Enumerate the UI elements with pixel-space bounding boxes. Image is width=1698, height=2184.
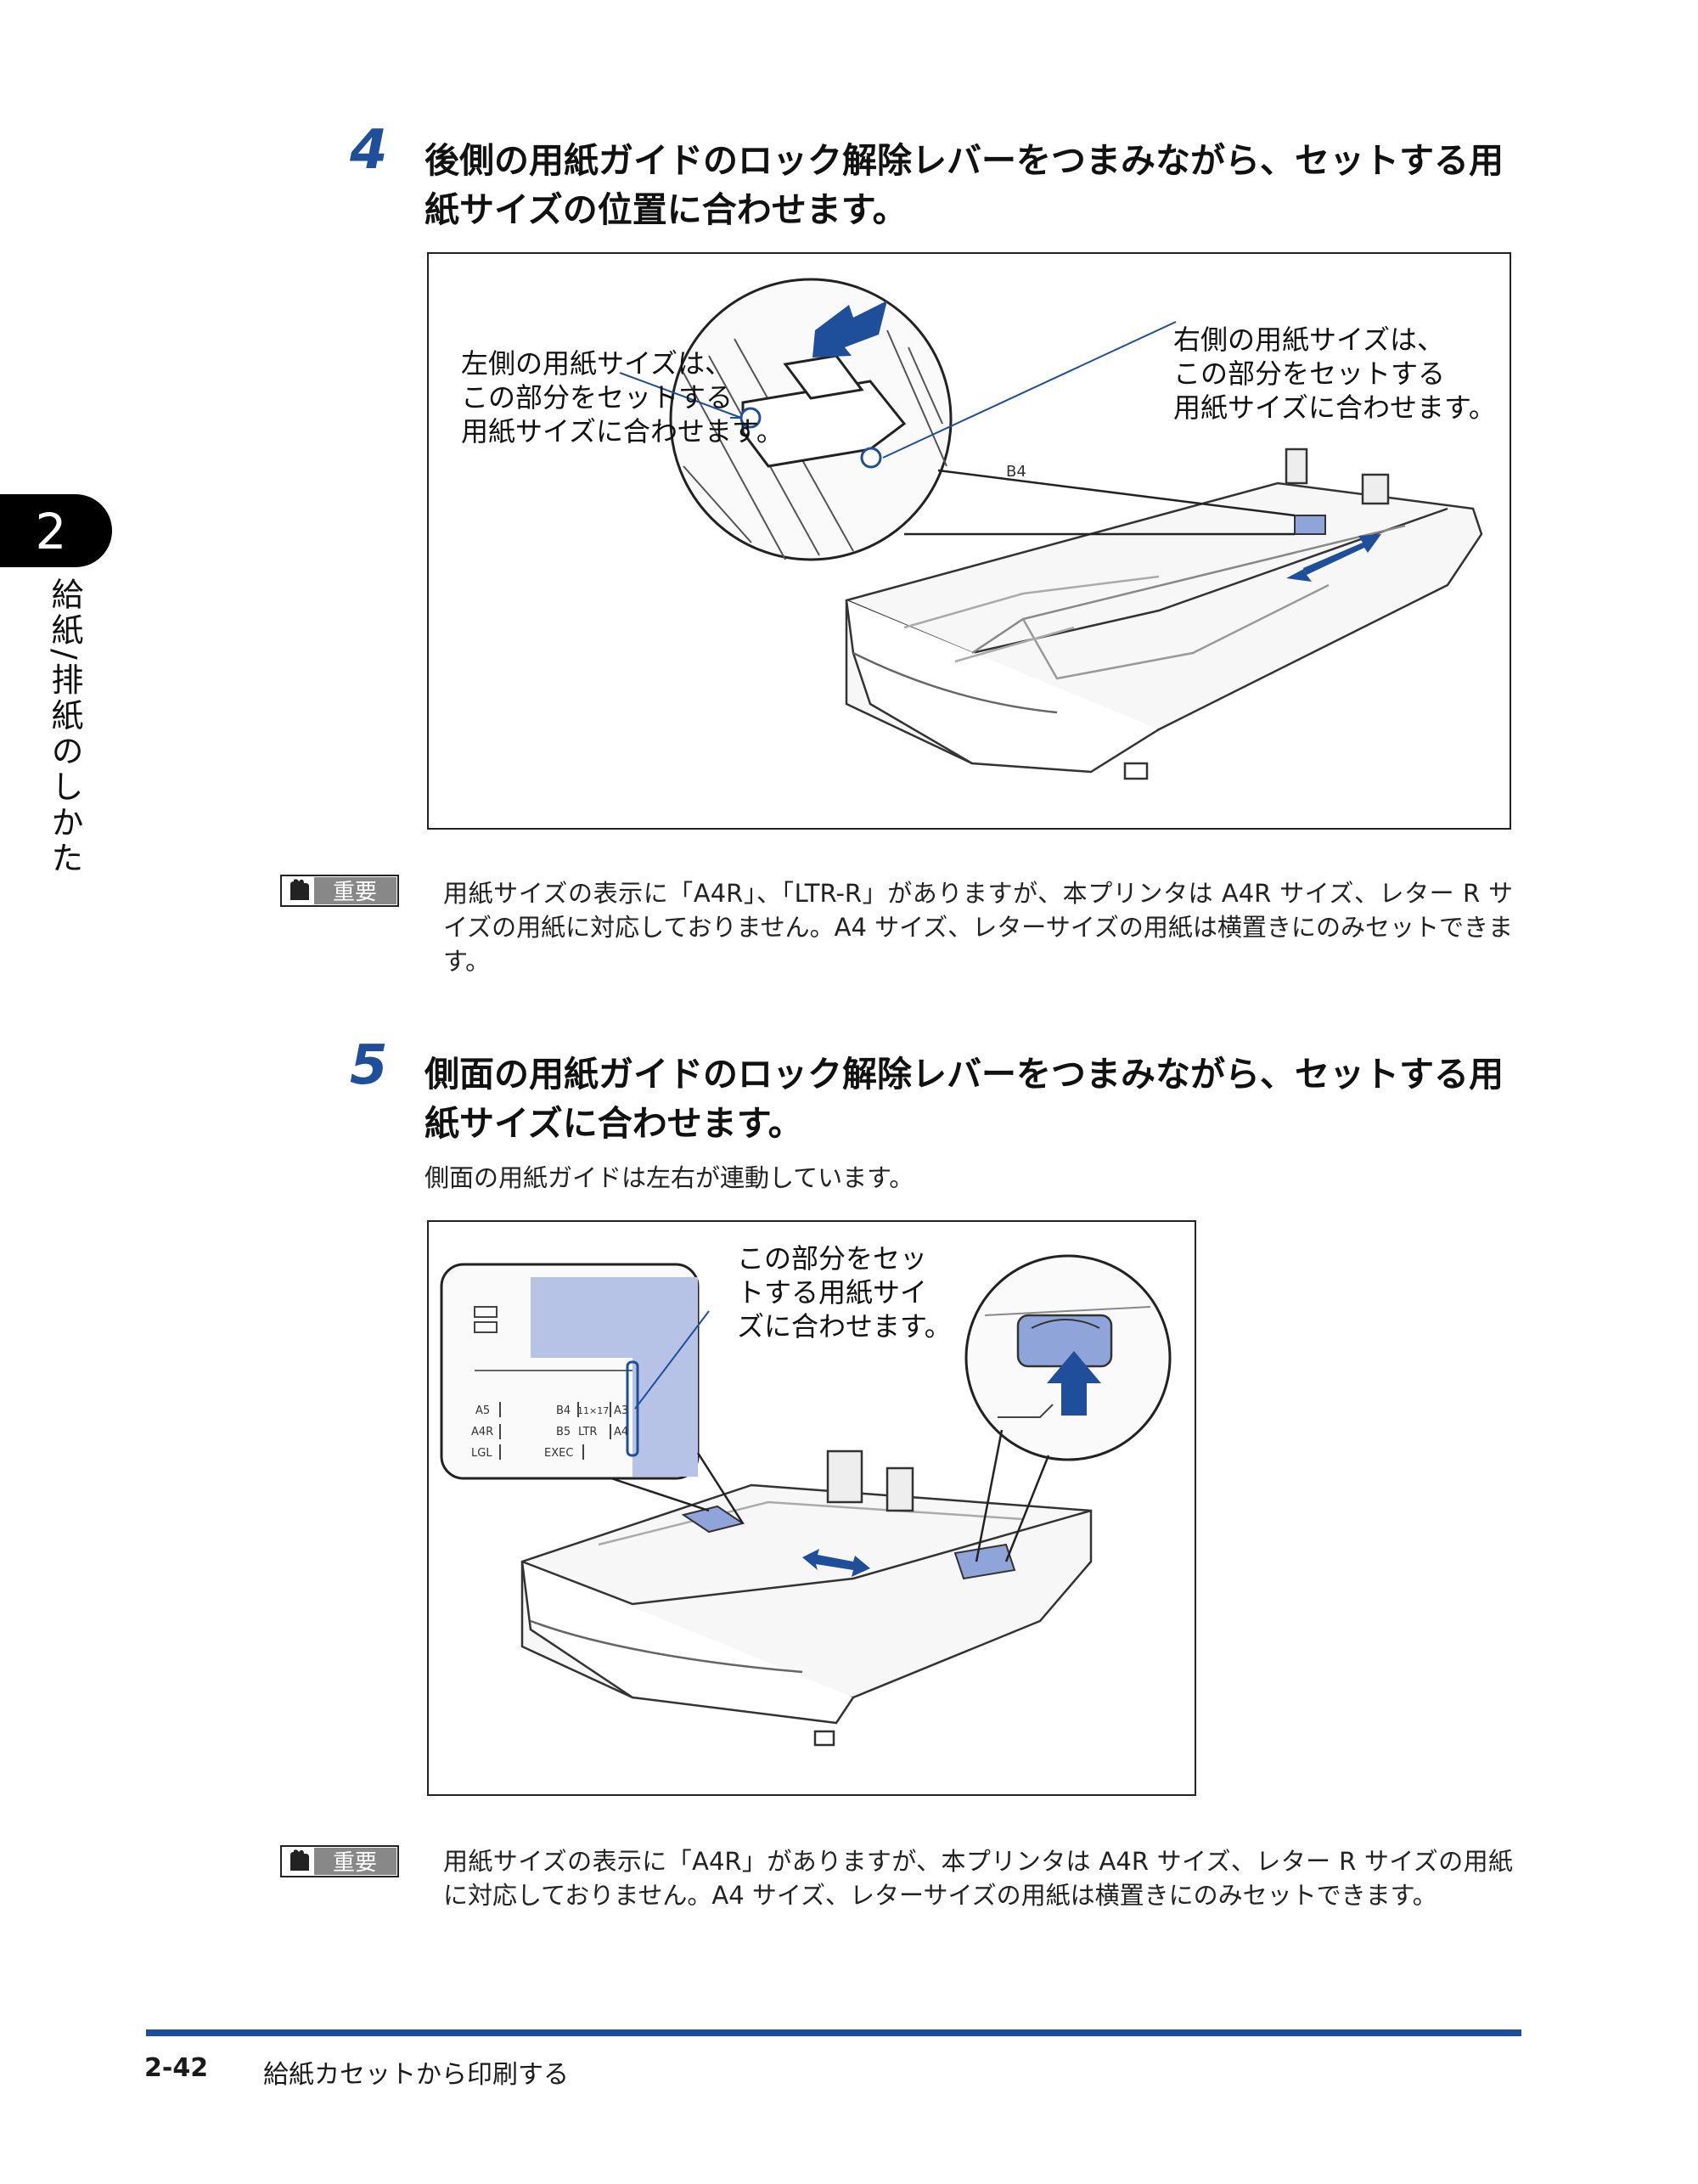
step-4-figure: B4 (427, 252, 1511, 830)
scale-label-a3: A3 (614, 1404, 628, 1417)
scale-label-a4: A4 (614, 1426, 628, 1438)
important-2-text: 用紙サイズの表示に「A4R」がありますが、本プリンタは A4R サイズ、レター … (443, 1847, 1513, 1910)
cassette-rear-guide-illustration: B4 (619, 278, 1483, 780)
important-badge-2: 重要 (280, 1845, 399, 1877)
step-5-description: 側面の用紙ガイドは左右が連動しています。 (424, 1163, 914, 1192)
callout-line-1: この部分をセッ (737, 1242, 928, 1275)
stop-hand-icon (290, 1849, 309, 1871)
important-badge-2-label: 重要 (333, 1850, 377, 1876)
step-4-callout-right: 右側の用紙サイズは、 この部分をセットする 用紙サイズに合わせます。 (1173, 323, 1496, 425)
callout-left-line-3: 用紙サイズに合わせます。 (461, 415, 784, 447)
footer-section-title: 給紙カセットから印刷する (263, 2060, 569, 2090)
footer-rule (146, 2029, 1521, 2036)
important-badge-label: 重要 (333, 880, 377, 905)
important-1-text: 用紙サイズの表示に「A4R」、「LTR-R」がありますが、本プリンタは A4R … (443, 879, 1513, 976)
callout-right-line-3: 用紙サイズに合わせます。 (1173, 391, 1496, 424)
guide-size-label: B4 (1006, 463, 1026, 481)
callout-left-line-2: この部分をセットする (461, 381, 734, 414)
step-4-number: 4 (350, 119, 388, 182)
scale-label-exec: EXEC (544, 1447, 573, 1460)
step-5-figure: A5 B4 11×17 A3 A4R B5 LTR A4 LGL EXEC (427, 1220, 1196, 1796)
cassette-side-guide-illustration: A5 B4 11×17 A3 A4R B5 LTR A4 LGL EXEC (440, 1254, 1172, 1747)
step-5-callout: この部分をセッ トする用紙サイ ズに合わせます。 (737, 1241, 952, 1343)
chapter-number: 2 (35, 503, 67, 560)
scale-label-ltr: LTR (578, 1426, 597, 1438)
chapter-title: 給紙/排紙のしかた (46, 577, 83, 877)
callout-left-line-1: 左側の用紙サイズは、 (461, 347, 733, 380)
scale-label-b5: B5 (556, 1426, 571, 1438)
important-badge: 重要 (280, 875, 399, 907)
step-5-number: 5 (350, 1034, 388, 1097)
callout-right-line-2: この部分をセットする (1173, 357, 1446, 390)
callout-right-line-1: 右側の用紙サイズは、 (1173, 324, 1445, 356)
step-4-title: 後側の用紙ガイドのロック解除レバーをつまみながら、セットする用紙サイズの位置に合… (424, 140, 1504, 230)
scale-label-a4r: A4R (471, 1426, 493, 1438)
scale-label-11x17: 11×17 (577, 1405, 609, 1416)
callout-line-2: トする用紙サイ (737, 1276, 928, 1309)
scale-label-a5: A5 (475, 1404, 490, 1417)
chapter-tab (0, 494, 112, 567)
scale-label-lgl: LGL (471, 1447, 492, 1460)
stop-hand-icon (290, 879, 309, 900)
step-5-title: 側面の用紙ガイドのロック解除レバーをつまみながら、セットする用紙サイズに合わせま… (424, 1054, 1504, 1144)
scale-label-b4: B4 (556, 1404, 571, 1417)
page-number: 2-42 (144, 2053, 209, 2083)
callout-line-3: ズに合わせます。 (737, 1310, 952, 1342)
step-4-callout-left: 左側の用紙サイズは、 この部分をセットする 用紙サイズに合わせます。 (461, 346, 784, 448)
